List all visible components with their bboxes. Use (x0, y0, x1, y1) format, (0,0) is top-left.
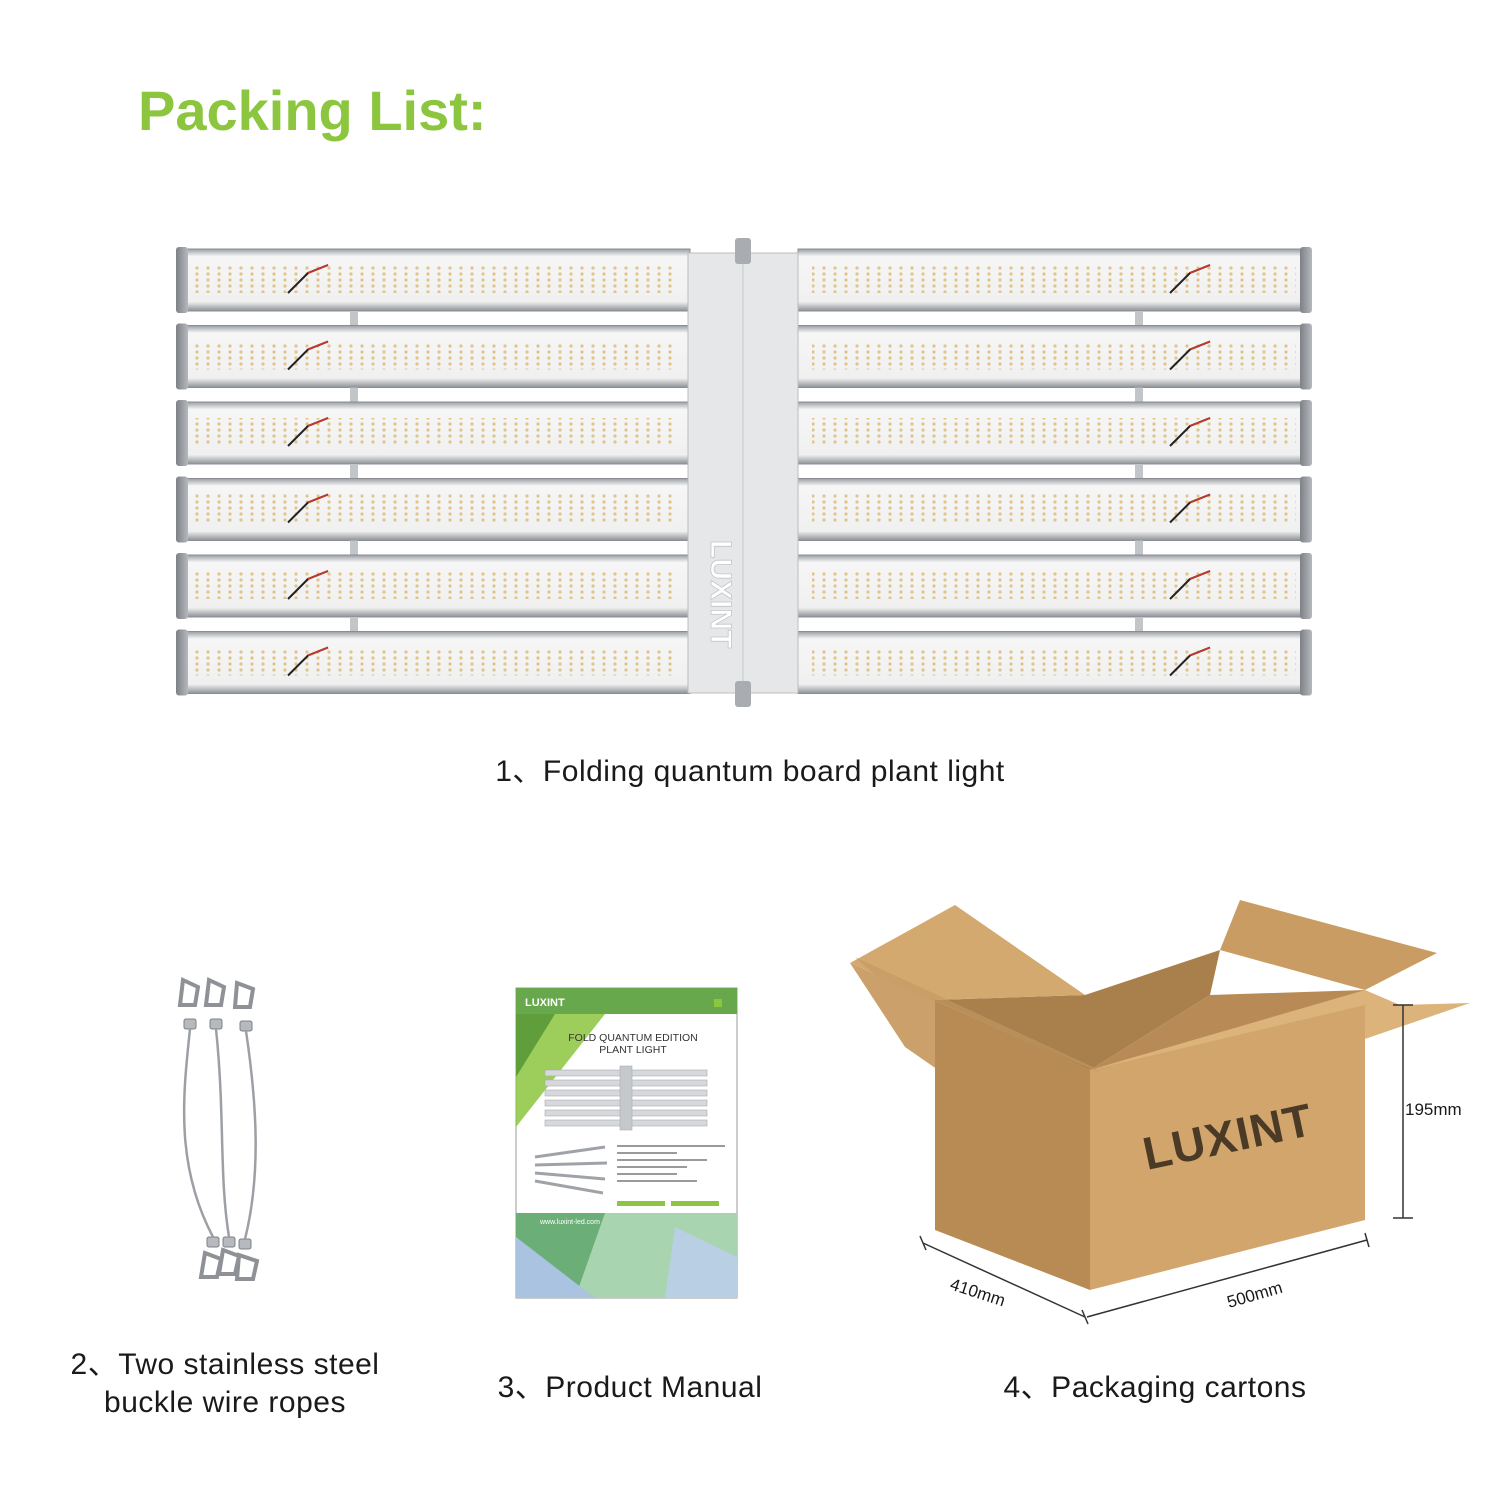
led-bar-right-1 (797, 247, 1312, 313)
hanging-bracket-bottom (735, 681, 751, 707)
manual-heading-line2: PLANT LIGHT (599, 1044, 667, 1056)
item-4-caption: 4、Packaging cartons (1003, 1371, 1307, 1404)
bar-connector-left (350, 387, 358, 403)
bar-connector-left (350, 311, 358, 326)
carton-left-face (935, 1000, 1090, 1290)
page-title: Packing List: (138, 79, 487, 142)
led-bar-left-5 (176, 553, 691, 619)
manual-logo: LUXINT (525, 997, 565, 1009)
led-bar-left-2 (176, 323, 691, 390)
product-manual-illustration: LUXINT FOLD QUANTUM EDITION PLANT LIGHT … (515, 987, 738, 1299)
packaging-carton-illustration: LUXINT 195mm 410mm 500mm (850, 900, 1470, 1325)
bar-connector-right (1135, 540, 1143, 556)
carton-front-face (1090, 1005, 1365, 1290)
bar-connector-left (350, 540, 358, 556)
light-brand-logo: LUXINT (704, 540, 737, 648)
item-2-caption: 2、Two stainless steel buckle wire ropes (40, 1346, 410, 1422)
led-bar-left-4 (176, 476, 691, 543)
led-bar-right-3 (797, 400, 1312, 466)
bar-connector-right (1135, 617, 1143, 632)
led-bar-right-2 (797, 323, 1312, 390)
bar-connector-right (1135, 387, 1143, 403)
item-3-caption: 3、Product Manual (497, 1371, 763, 1404)
led-bar-left-6 (176, 629, 691, 696)
carton-width-label: 500mm (1225, 1278, 1285, 1312)
led-bar-right-6 (797, 629, 1312, 696)
item-1-caption: 1、Folding quantum board plant light (495, 755, 1005, 788)
item-2-caption-line1: 2、Two stainless steel (70, 1348, 380, 1381)
plant-light-illustration: LUXINT (176, 238, 1312, 707)
carton-depth-label: 410mm (948, 1275, 1008, 1311)
manual-website: www.luxint-led.com (539, 1219, 600, 1226)
bar-connector-left (350, 617, 358, 632)
bar-connector-right (1135, 311, 1143, 326)
manual-heading-line1: FOLD QUANTUM EDITION (568, 1032, 698, 1044)
led-bar-right-4 (797, 476, 1312, 543)
led-bar-left-1 (176, 247, 691, 313)
led-bar-left-3 (176, 400, 691, 466)
item-2-caption-line2: buckle wire ropes (104, 1386, 346, 1419)
bar-connector-right (1135, 464, 1143, 479)
wire-ropes-illustration (177, 977, 260, 1281)
bar-connector-left (350, 464, 358, 479)
led-bar-right-5 (797, 553, 1312, 619)
carton-height-label: 195mm (1405, 1100, 1462, 1119)
carton-dimension-lines (919, 1004, 1413, 1325)
hanging-bracket-top (735, 238, 751, 264)
